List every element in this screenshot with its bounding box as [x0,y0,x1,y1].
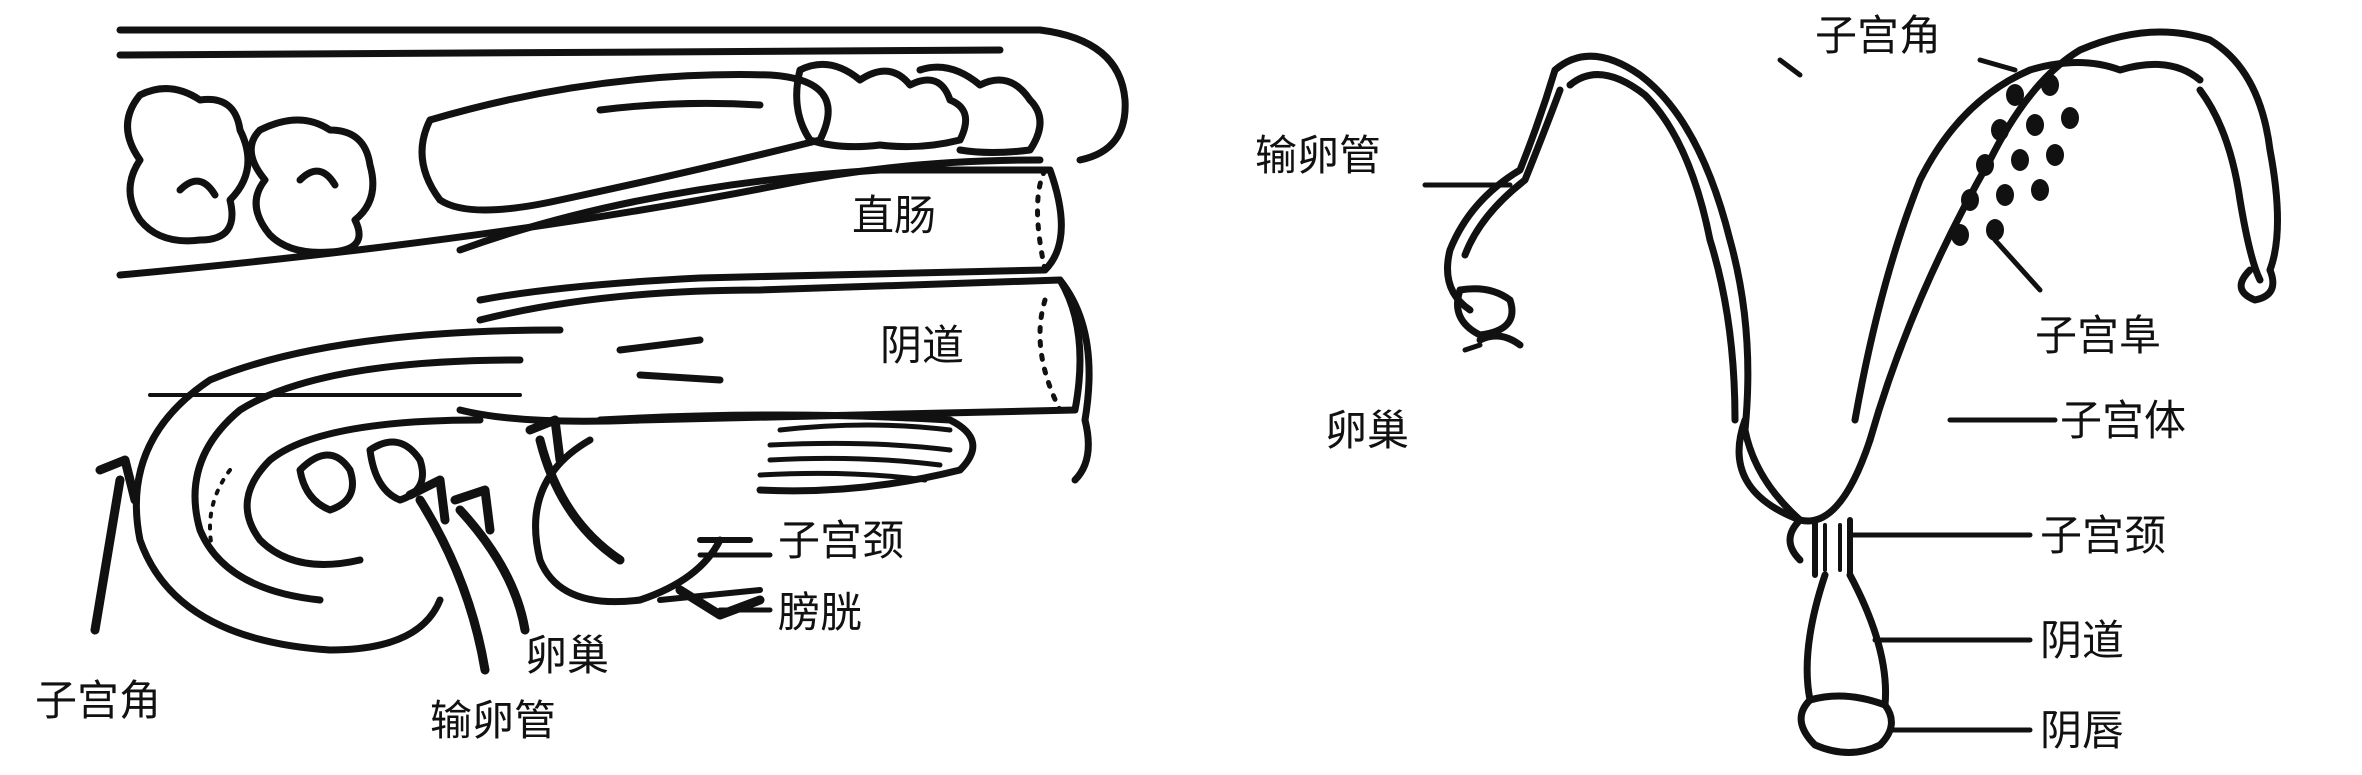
label-uterine-body: 子宫体 [2060,396,2186,445]
lateral-view-diagram: 直肠 阴道 子宫颈 膀胱 卵巢 输卵管 子宫角 [35,26,1129,745]
label-oviduct-right: 输卵管 [1255,131,1381,180]
vertebral-column [116,26,1129,279]
label-uterine-horn-right: 子宫角 [1815,11,1941,60]
dorsal-view-diagram: 子宫角 输卵管 子宫阜 卵巢 子宫体 子宫颈 阴道 阴唇 [1255,11,2281,756]
label-rectum: 直肠 [852,191,936,240]
rectum-outline [456,166,1065,304]
label-cervix: 子宫颈 [778,516,904,565]
right-leader-lines [1422,57,2058,733]
label-caruncle: 子宫阜 [2035,311,2161,360]
label-ovary-right: 卵巢 [1325,406,1409,455]
label-bladder: 膀胱 [778,588,862,637]
uterus-outline [1444,28,2281,756]
label-vagina-right: 阴道 [2040,616,2124,665]
label-oviduct: 输卵管 [430,696,556,745]
label-vagina: 阴道 [880,321,964,370]
uterine-horn-coil [132,326,564,654]
bladder-cervix-region [532,411,977,620]
label-ovary: 卵巢 [525,631,609,680]
caruncles [1951,74,2079,246]
label-uterine-horn: 子宫角 [35,676,161,725]
label-cervix-right: 子宫颈 [2040,511,2166,560]
left-leader-lines [697,552,773,613]
vagina-outline [456,276,1093,484]
pointer-arrows [90,415,625,675]
label-vulva: 阴唇 [2040,706,2124,755]
